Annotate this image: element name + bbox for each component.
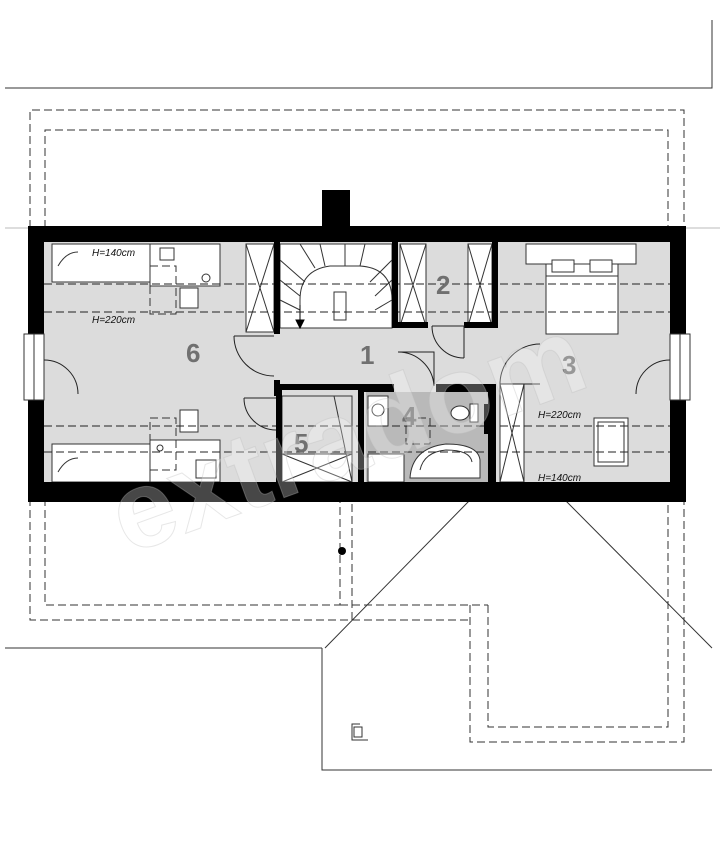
chair-icon <box>149 265 199 315</box>
height-annotations: H=140cm H=220cm H=220cm H=140cm <box>92 248 581 484</box>
stair-arrow-icon <box>295 319 305 330</box>
eaves-dashed-lines <box>29 109 685 743</box>
height-note-right-bottom: H=140cm <box>538 473 581 484</box>
doors <box>43 325 671 431</box>
toilet-icon <box>450 403 479 423</box>
room-number-2: 2 <box>436 270 450 300</box>
vent-icon <box>351 723 368 741</box>
furniture <box>51 243 637 483</box>
downpipe-icon <box>338 547 346 555</box>
room-numbers: 6 1 2 3 4 5 <box>186 270 576 458</box>
walls <box>28 226 686 502</box>
height-note-left-mid: H=220cm <box>92 315 135 326</box>
staircase-icon <box>279 243 393 329</box>
desk-icon <box>149 439 221 483</box>
room-number-6: 6 <box>186 338 200 368</box>
double-bed-icon <box>525 243 637 335</box>
windows <box>23 333 691 401</box>
chimney <box>322 190 350 226</box>
room-number-4: 4 <box>402 401 417 431</box>
sink-icon <box>367 395 389 427</box>
room-number-3: 3 <box>562 350 576 380</box>
desk-icon <box>149 243 221 287</box>
room-number-1: 1 <box>360 340 374 370</box>
height-note-right-mid: H=220cm <box>538 410 581 421</box>
rug-icon <box>593 417 629 467</box>
bed-icon <box>51 443 153 483</box>
wardrobe-icon <box>245 243 275 333</box>
height-note-left-top: H=140cm <box>92 248 135 259</box>
wardrobe-icon <box>467 243 493 327</box>
room-number-5: 5 <box>294 428 308 458</box>
shower-tray-icon <box>367 453 405 483</box>
bathtub-icon <box>409 443 481 479</box>
washing-machine-icon <box>405 417 431 445</box>
wardrobe-icon <box>399 243 427 327</box>
